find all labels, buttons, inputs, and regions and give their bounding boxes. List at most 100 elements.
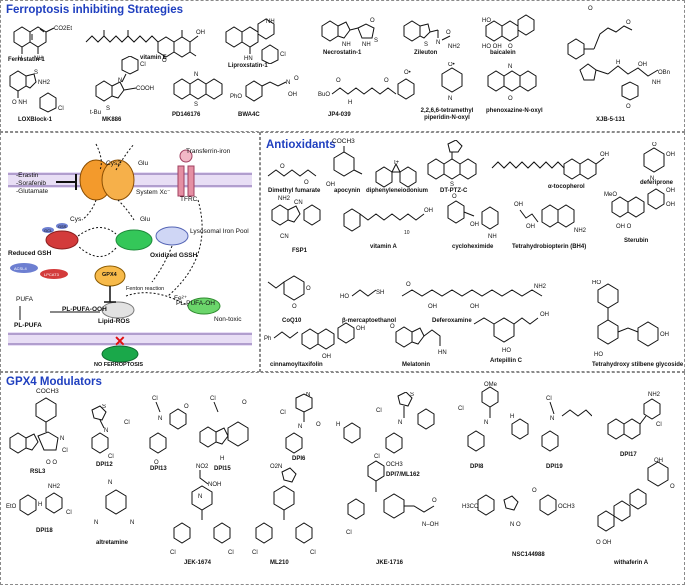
svg-text:N: N <box>194 72 198 78</box>
svg-text:O: O <box>162 58 167 64</box>
lipid-ros-blob <box>101 301 135 319</box>
svg-text:S: S <box>106 106 110 112</box>
svg-text:NH: NH <box>34 56 43 62</box>
svg-text:NH2: NH2 <box>648 392 661 398</box>
svg-text:N: N <box>198 494 202 500</box>
apocynin-label: apocynin <box>334 188 361 194</box>
pd146176-label: PD146176 <box>172 112 201 118</box>
svg-text:Cl: Cl <box>346 530 352 536</box>
svg-text:Cl: Cl <box>458 406 464 412</box>
deferiprone-structure: O OH N <box>634 142 680 182</box>
svg-text:OH: OH <box>428 304 437 310</box>
svg-text:O: O <box>370 18 375 24</box>
dpi6-structure: N Cl N O <box>276 392 336 462</box>
svg-text:O: O <box>508 44 513 50</box>
non-toxic-label: Non-toxic <box>214 316 242 323</box>
lysosomal-label: Lysosomal Iron Pool <box>190 228 250 235</box>
loxblock-1-label: LOXBlock-1 <box>18 117 53 123</box>
coq10-structure: O O <box>266 272 326 316</box>
svg-text:OH: OH <box>514 202 523 208</box>
svg-text:O: O <box>432 498 437 504</box>
svg-text:NH2: NH2 <box>278 196 291 202</box>
artepillin-c-structure: OH HO <box>464 306 554 356</box>
svg-text:Cl: Cl <box>152 396 158 402</box>
deferiprone-label: deferiprone <box>640 180 674 186</box>
tsg-label: Tetrahydroxy stilbene glycoside <box>592 362 684 368</box>
svg-text:O: O <box>242 400 247 406</box>
svg-text:N: N <box>550 416 554 422</box>
svg-text:H: H <box>510 414 514 420</box>
svg-text:O: O <box>390 324 395 330</box>
svg-text:N: N <box>650 176 654 182</box>
fsp1-structure: NH2 CN CN <box>268 194 338 244</box>
bottom-membrane <box>8 332 252 346</box>
svg-text:O: O <box>292 304 297 310</box>
svg-text:OH: OH <box>660 332 669 338</box>
phenoxazine-n-oxyl-label: phenoxazine-N-oxyl <box>486 108 543 114</box>
svg-text:NO2: NO2 <box>196 464 209 470</box>
svg-text:S: S <box>34 70 38 76</box>
lipid-ros-label: Lipid-ROS <box>98 318 130 325</box>
svg-text:Cl: Cl <box>124 420 130 426</box>
svg-text:O: O <box>446 30 451 36</box>
svg-text:Cl: Cl <box>210 396 216 402</box>
vitamin-a-label: vitamin A <box>370 244 397 250</box>
loxblock-1-structure: S NH2 O NH Cl <box>6 66 76 114</box>
svg-text:Cl: Cl <box>252 550 258 556</box>
dpi6-cyclohexyl: H <box>336 416 366 446</box>
beta-mercaptoethanol-structure: HO SH <box>340 284 390 304</box>
dpi7-ml162-label: DPI7/ML162 <box>386 472 420 478</box>
svg-text:S: S <box>102 404 106 410</box>
svg-text:OCH3: OCH3 <box>386 462 403 468</box>
gpx4-label: GPX4 <box>102 272 117 278</box>
svg-text:O: O <box>384 78 389 84</box>
svg-text:N: N <box>130 520 134 526</box>
svg-text:N: N <box>60 436 64 442</box>
svg-text:O•: O• <box>448 62 455 68</box>
svg-text:S: S <box>424 42 428 48</box>
svg-text:O: O <box>154 460 159 466</box>
rsl3-label: RSL3 <box>30 469 46 475</box>
svg-text:BuO: BuO <box>318 92 330 98</box>
svg-text:S: S <box>450 182 454 186</box>
svg-text:S: S <box>410 392 414 398</box>
svg-text:H: H <box>38 502 42 508</box>
svg-text:Cl: Cl <box>376 408 382 414</box>
svg-text:Cl: Cl <box>58 106 64 112</box>
svg-text:Cl: Cl <box>280 410 286 416</box>
svg-text:MeO: MeO <box>604 192 617 198</box>
svg-text:O2N: O2N <box>270 464 282 470</box>
svg-text:S: S <box>374 38 378 44</box>
cinnamoyltaxifolin-structure: Ph OH OH <box>264 320 374 360</box>
zileuton-label: Zileuton <box>414 50 438 56</box>
svg-text:O NH: O NH <box>12 100 27 106</box>
svg-text:O: O <box>588 6 593 12</box>
jek-1674-label: JEK-1674 <box>184 560 212 566</box>
withaferin-a-structure: OH O O OH <box>594 454 682 558</box>
cinnamoyltaxifolin-label: cinnamoyltaxifolin <box>270 362 323 368</box>
no-ferroptosis-cell <box>101 345 139 363</box>
svg-text:O: O <box>294 76 299 82</box>
svg-text:H: H <box>18 56 22 62</box>
svg-text:NH2: NH2 <box>448 44 460 50</box>
dpi15-structure: Cl O H <box>196 392 272 468</box>
tempo-label: 2,2,6,6-tetramethyl piperidin-N-oxyl <box>408 108 486 122</box>
svg-text:COOH: COOH <box>136 86 154 92</box>
svg-text:PhO: PhO <box>230 94 242 100</box>
svg-text:OH: OH <box>470 304 479 310</box>
svg-text:OH: OH <box>666 188 675 194</box>
cycloheximide-structure: O OH NH <box>444 190 508 240</box>
fe2-label: Fe²⁺ <box>174 295 188 302</box>
svg-text:Cl: Cl <box>656 422 662 428</box>
svg-text:EtO: EtO <box>6 504 17 510</box>
acsl4-label: ACSL4 <box>14 266 27 271</box>
dpi6-label: DPI6 <box>292 456 306 462</box>
altretamine-label: altretamine <box>96 540 129 546</box>
vitamin-e-structure: OH O <box>82 14 212 64</box>
svg-text:N: N <box>118 78 122 84</box>
tempo-structure: N O• <box>430 62 475 102</box>
bh4-label: Tetrahydrobiopterin (BH4) <box>512 244 587 250</box>
nsc144988-label: NSC144988 <box>512 552 545 558</box>
reduced-gsh-label: Reduced GSH <box>8 250 52 257</box>
svg-text:H3CO: H3CO <box>462 504 479 510</box>
